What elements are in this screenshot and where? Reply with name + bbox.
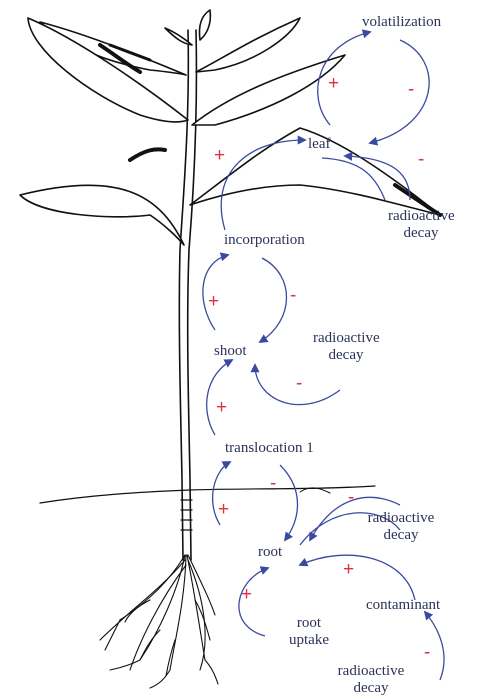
- sign-minus-shoot-decay: -: [296, 374, 302, 393]
- arrow-incorporation-to-leaf: [221, 140, 305, 230]
- sign-plus-volatilization: +: [328, 74, 339, 93]
- sign-minus-leaf-decay: -: [418, 150, 424, 169]
- label-contaminant: contaminant: [366, 597, 440, 614]
- label-root: root: [258, 544, 282, 561]
- arrow-leaf-to-volatilization: [318, 32, 370, 125]
- label-translocation: translocation 1: [225, 440, 314, 457]
- label-leaf: leaf: [308, 136, 330, 153]
- sign-plus-incorporation-leaf: +: [214, 146, 225, 165]
- arrow-translocation-to-root: [280, 465, 298, 540]
- arrow-contaminant-to-root: [300, 555, 415, 600]
- sign-minus-contaminant-decay: -: [424, 643, 430, 662]
- label-shoot: shoot: [214, 343, 247, 360]
- sign-plus-root-translocation: +: [218, 500, 229, 519]
- arrow-incorporation-to-shoot: [260, 258, 287, 342]
- sign-minus-incorporation-shoot: -: [290, 286, 296, 305]
- sign-plus-contaminant-root: +: [343, 560, 354, 579]
- sign-plus-shoot-incorporation: +: [208, 292, 219, 311]
- sign-plus-translocation-shoot: +: [216, 398, 227, 417]
- arrow-volatilization-to-leaf: [370, 40, 429, 143]
- sign-minus-volatilization: -: [408, 80, 414, 99]
- arrow-leaf-decay: [345, 156, 410, 200]
- label-volatilization: volatilization: [362, 14, 441, 31]
- label-incorporation: incorporation: [224, 232, 305, 249]
- sign-minus-translocation-root: -: [270, 474, 276, 493]
- sign-plus-root-uptake: +: [241, 585, 252, 604]
- sign-minus-root-decay: -: [348, 488, 354, 507]
